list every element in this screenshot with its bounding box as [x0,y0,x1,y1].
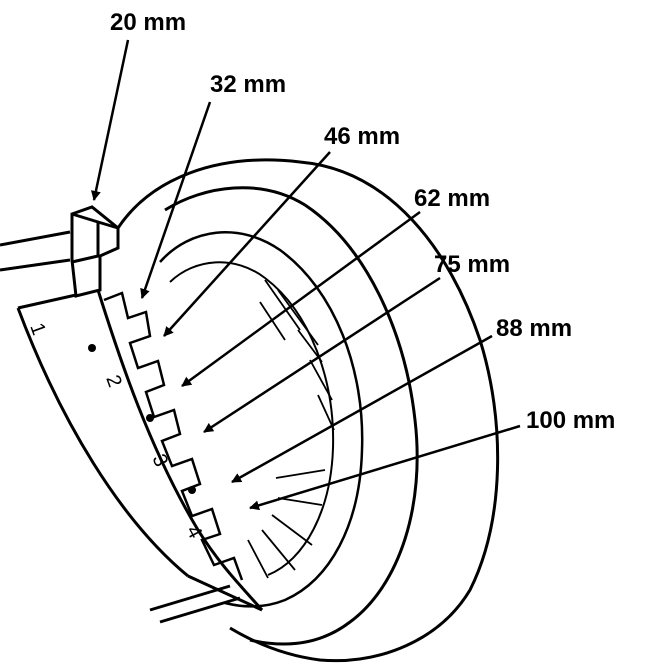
callout-100mm: 100 mm [526,407,615,434]
gauge-top-block [70,205,120,298]
leader-75mm [203,276,441,434]
leader-lines [90,39,521,511]
leader-32mm [140,101,212,299]
tire-tread-edge [164,186,419,646]
tire-outer-outline [116,158,500,663]
scale-mark-3: 3 [147,451,172,470]
rim-inner-ring [169,261,335,576]
callout-20mm: 20 mm [110,9,186,36]
callout-75mm: 75 mm [434,251,510,278]
gauge-handle-lower [0,258,71,272]
scale-dot [88,344,96,352]
rim-outer-lip [159,231,364,608]
callout-32mm: 32 mm [210,71,286,98]
callout-62mm: 62 mm [414,185,490,212]
gauge-tool [0,230,264,624]
scale-dot [146,414,154,422]
scale-mark-1: 1 [25,320,49,338]
tire [116,158,500,663]
gauge-handle-upper [0,230,71,247]
gauge-scale-bottom-edge [187,574,263,612]
scale-dots [88,344,196,494]
leader-100mm [249,424,521,511]
callout-labels: 20 mm 32 mm 46 mm 62 mm 75 mm 88 mm 100 … [110,9,615,434]
leader-20mm [90,39,130,201]
leader-46mm [163,151,331,337]
gauge-scale-outer-edge [17,288,264,611]
gauge-scale-left-edge [16,307,189,578]
leader-62mm [181,210,421,388]
callout-46mm: 46 mm [324,123,400,150]
leader-88mm [231,334,493,484]
wheel-spokes [247,279,335,579]
gauge-handle-bottom [149,584,231,612]
callout-88mm: 88 mm [496,315,572,342]
gauge-stepped-edge [103,291,244,581]
gauge-handle-bottom-lower [159,596,241,624]
scale-mark-2: 2 [101,372,125,390]
scale-dot [188,486,196,494]
